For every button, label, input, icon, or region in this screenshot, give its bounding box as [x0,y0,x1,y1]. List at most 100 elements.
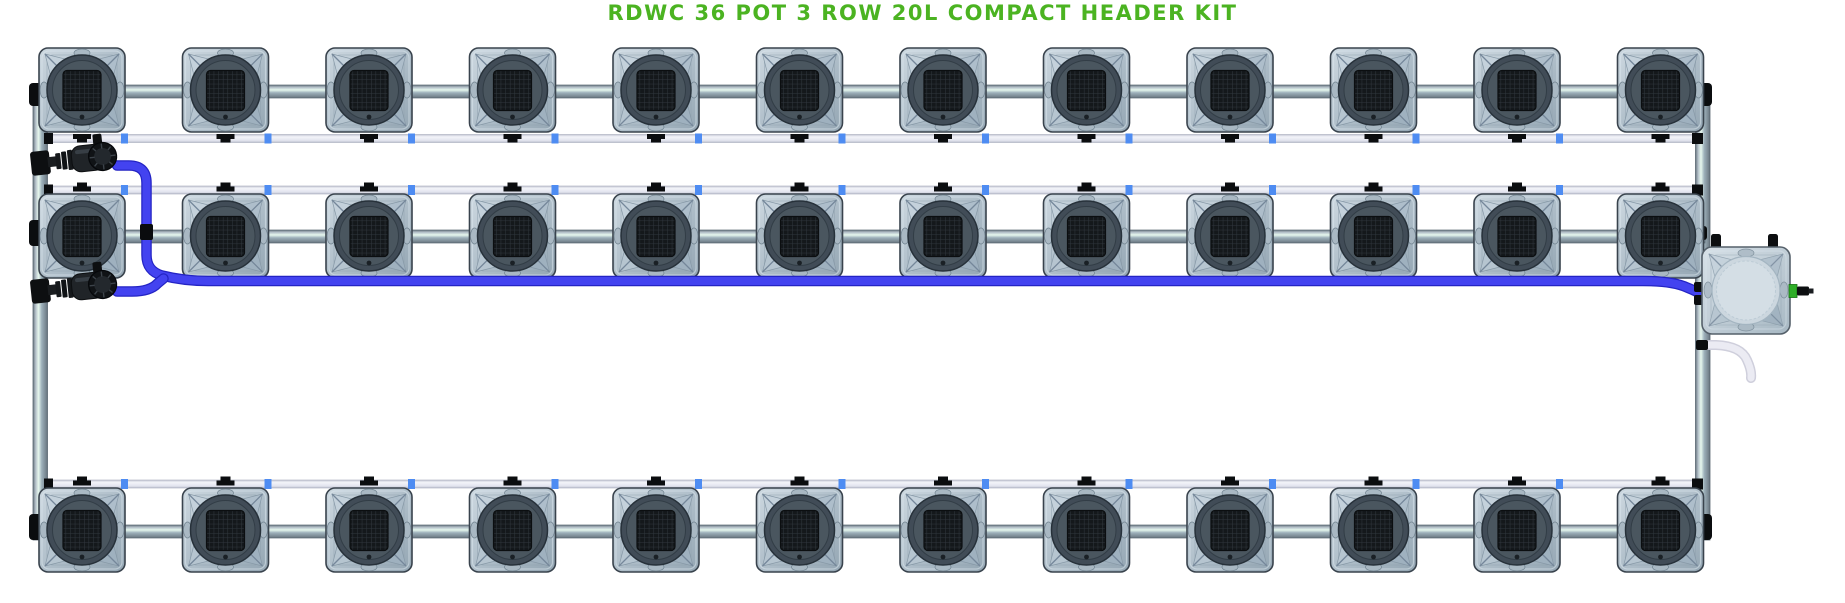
kit-title: RDWC 36 POT 3 ROW 20L COMPACT HEADER KIT [607,1,1238,25]
pot [900,488,986,572]
pot-clip [1081,182,1092,187]
return-pipe-connectors [121,133,1563,489]
pot [1618,48,1704,132]
pot [326,488,412,572]
pot-clip [1225,182,1235,187]
blue-connector [1125,133,1133,144]
pot [470,194,556,278]
pot-clip [1077,134,1096,139]
pot [900,48,986,132]
blue-connector [1125,479,1133,489]
top-row-spreader-pipe [39,84,1706,99]
feed-tube [111,160,1708,305]
pot [470,488,556,572]
pot-clip [503,480,522,486]
pot-clip [1512,182,1522,187]
pot [900,194,986,278]
blue-connector [982,185,989,195]
pot-clip [364,138,374,143]
pot-clip [77,182,87,187]
pot-clip [77,476,87,481]
pot-clip [360,186,378,192]
pot [1331,194,1417,278]
blue-connector [264,479,272,489]
blue-connector [1269,133,1276,144]
pot-clip [216,134,235,139]
blue-connector [1412,133,1420,144]
pot-clip [503,186,522,192]
blue-connector [121,479,128,489]
pot-clip [647,134,665,139]
pot-clip [651,182,661,187]
return-clip [1692,478,1703,490]
pot-clip [1221,480,1239,486]
pot [1044,48,1130,132]
pot-clip [1225,476,1235,481]
pot [613,488,699,572]
pot-clip [651,476,661,481]
pot [613,48,699,132]
blue-connector [1125,185,1133,195]
pot [1618,488,1704,572]
blue-connector [264,185,272,195]
pot-clip [73,186,91,192]
pot-clip [790,480,809,486]
pot-clip [73,480,91,486]
pot-clip [794,138,805,143]
pot-clip [1655,182,1666,187]
blue-connector [264,133,272,144]
pot-clip [1364,134,1383,139]
top-row-return-pipe [44,134,1703,143]
blue-connector [1269,185,1276,195]
pot [1474,48,1560,132]
middle-row-return-pipe [44,185,1703,195]
blue-connector [838,133,846,144]
pot-clip [1508,186,1526,192]
pot-clip [1368,138,1379,143]
blue-connector [121,133,128,144]
drain-clip [1696,340,1708,350]
pot-clip [1508,134,1526,139]
pot-clip [220,182,231,187]
pot [613,194,699,278]
pot-clip [651,138,661,143]
pot-clip [1651,186,1670,192]
pot-clip [938,138,948,143]
pot-clip [647,186,665,192]
bottom-row-return-pipe [44,479,1703,489]
pot-clip [1651,480,1670,486]
pot-clip [364,476,374,481]
return-clip [1692,184,1703,196]
pot-clip [1081,138,1092,143]
pot-clip [938,476,948,481]
drain-tube [1696,340,1757,383]
blue-connector [551,479,559,489]
pot [1331,48,1417,132]
bottom-row-spreader-pipe [39,524,1706,539]
pot [1187,48,1273,132]
pot [1044,488,1130,572]
return-clip [44,133,53,144]
pot-clip [507,182,518,187]
pot-clip [1368,182,1379,187]
pot [39,488,125,572]
pot-clip [216,186,235,192]
pot [470,48,556,132]
blue-connector [121,185,128,195]
pot [757,488,843,572]
pot-clip [1221,186,1239,192]
pot [1474,488,1560,572]
blue-connector [1412,185,1420,195]
pot [1187,488,1273,572]
pot [757,194,843,278]
pot-clip [790,134,809,139]
pot [39,48,125,132]
pot-clip [934,186,952,192]
pot-clip [1077,186,1096,192]
pot-clip [1512,476,1522,481]
pot-clip [1364,480,1383,486]
pot [326,48,412,132]
blue-connector [408,133,415,144]
